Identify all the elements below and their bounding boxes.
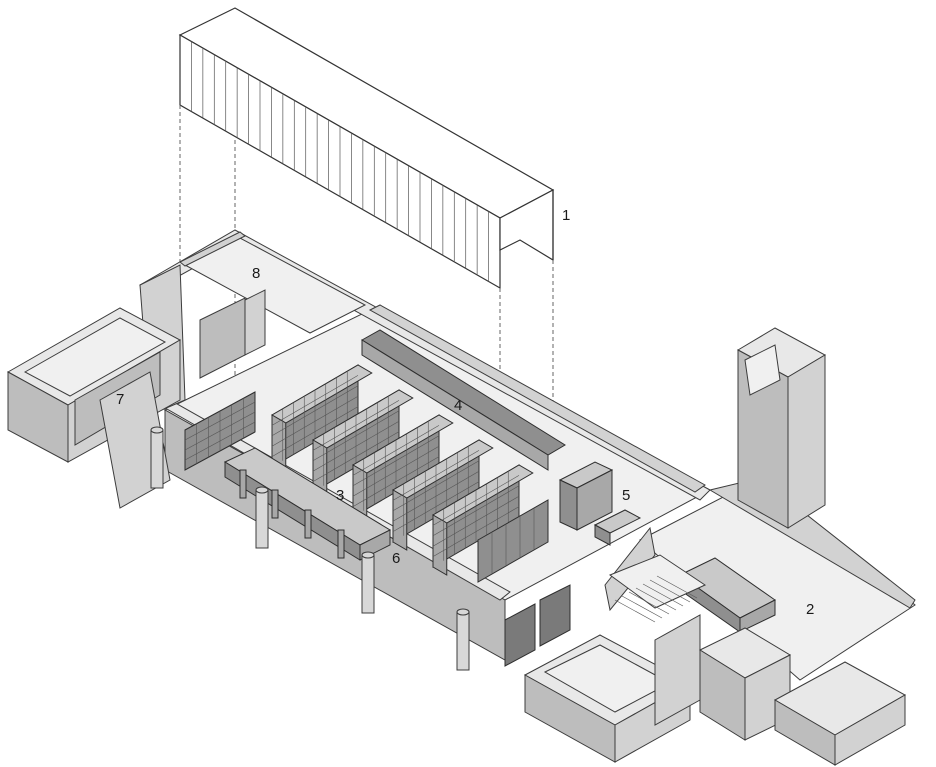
- column: [150, 426, 164, 489]
- front-right-blocks: [504, 584, 907, 766]
- label-5: 5: [622, 487, 630, 504]
- label-1: 1: [562, 207, 570, 224]
- label-8: 8: [252, 265, 260, 282]
- bookshelf-row: [312, 389, 414, 501]
- wall-bookshelf: [184, 391, 256, 471]
- reading-counters: [223, 447, 392, 561]
- roof-ribs: [191, 41, 489, 282]
- bookshelf-row: [271, 364, 373, 476]
- tall-bookshelf: [361, 329, 566, 583]
- number-labels: 1 2 3 4 5 6 7 8: [116, 207, 814, 618]
- facade-columns: [150, 426, 470, 671]
- label-3: 3: [336, 487, 344, 504]
- column: [255, 486, 269, 549]
- bookshelves: [184, 329, 566, 583]
- roof-canopy: [178, 7, 555, 290]
- column: [456, 608, 470, 671]
- label-6: 6: [392, 550, 400, 567]
- room-5-fixtures: [558, 461, 642, 546]
- label-2: 2: [806, 601, 814, 618]
- tower: [736, 327, 827, 529]
- label-4: 4: [454, 397, 462, 414]
- column: [361, 551, 375, 614]
- bookshelf-row: [392, 439, 494, 551]
- label-7: 7: [116, 391, 124, 408]
